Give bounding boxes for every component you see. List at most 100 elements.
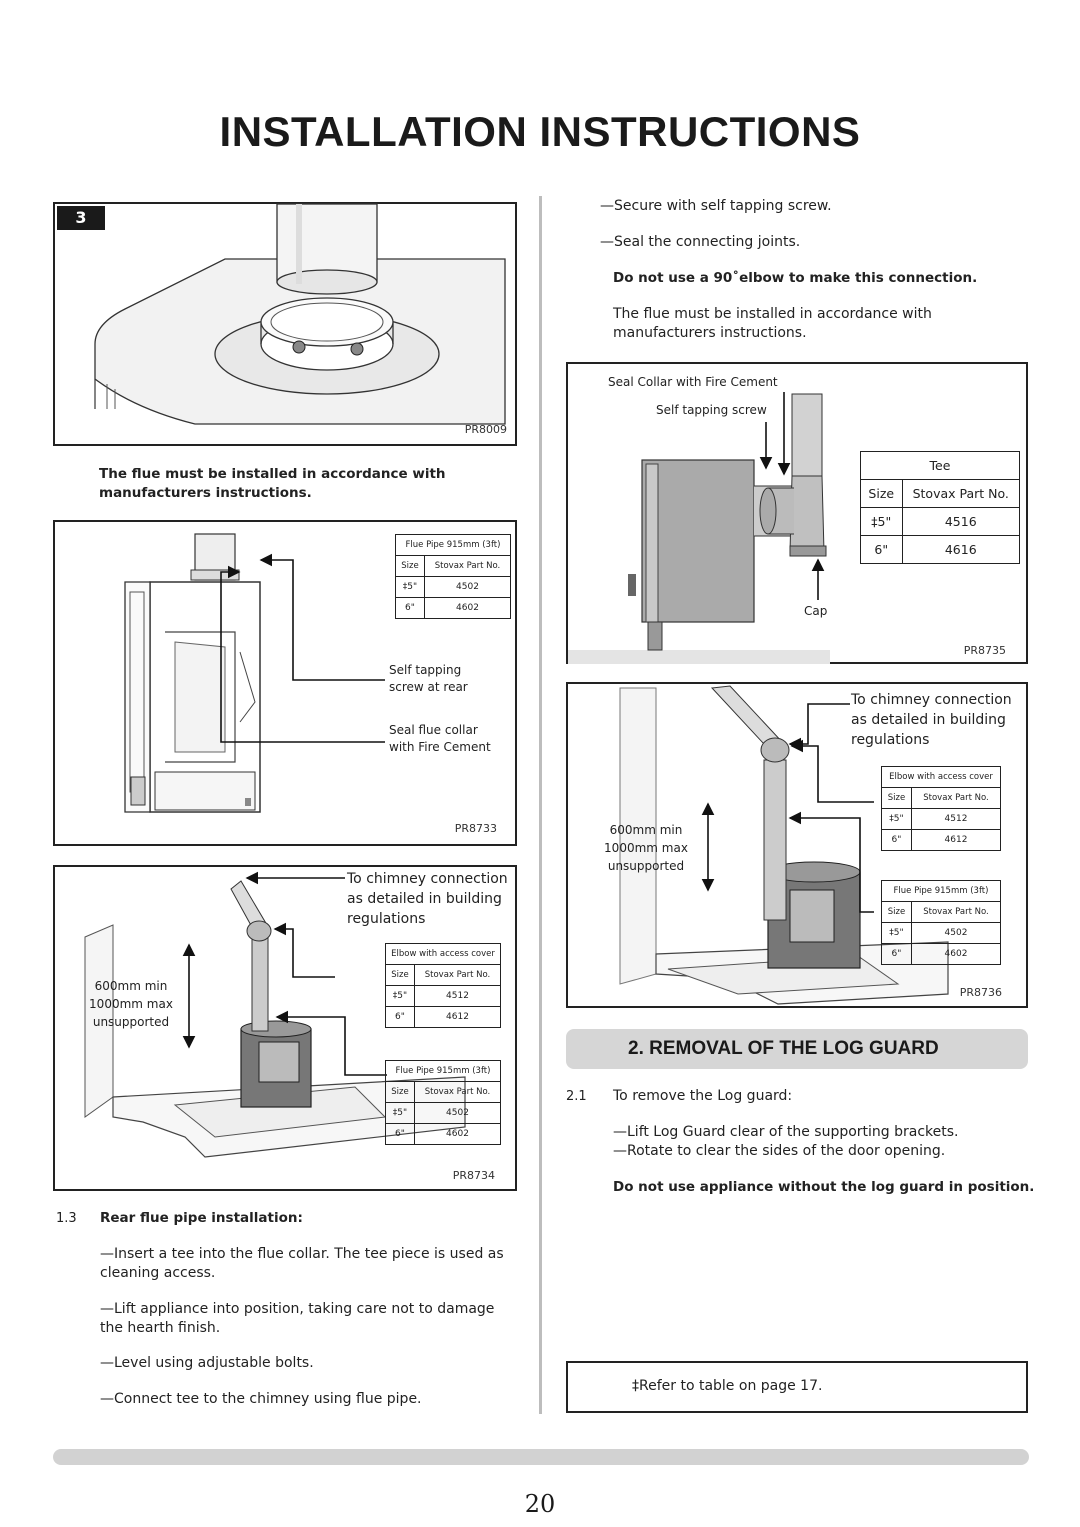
table-header: Size (860, 479, 903, 508)
table-title: Flue Pipe 915mm (3ft) (385, 1060, 501, 1082)
table-cell: ‡5" (860, 507, 903, 536)
self-tapping-label: Self tapping screw at rear (389, 663, 468, 694)
footnote-text: ‡Refer to table on page 17. (632, 1378, 823, 1394)
page-title: INSTALLATION INSTRUCTIONS (219, 108, 861, 155)
table-row: 6"4602 (395, 597, 512, 619)
section-heading: Rear flue pipe installation: (100, 1210, 303, 1226)
table-row: 6"4612 (881, 829, 1002, 851)
step-item: —Lift Log Guard clear of the supporting … (613, 1124, 959, 1140)
table-row: ‡5"4502 (395, 576, 512, 598)
section-subtext: To remove the Log guard: (613, 1088, 793, 1104)
step-item: —Rotate to clear the sides of the door o… (613, 1143, 946, 1159)
table-cell: 6" (395, 597, 425, 619)
footnote-box: ‡Refer to table on page 17. (566, 1361, 1028, 1413)
table-row: 6"4616 (860, 535, 1021, 564)
table-title: Flue Pipe 915mm (3ft) (881, 880, 1001, 902)
table-row: 6"4602 (385, 1123, 502, 1145)
step-item: —Connect tee to the chimney using flue p… (100, 1391, 422, 1407)
flue-note: The flue must be installed in accordance… (613, 306, 932, 341)
table-cell: 4516 (901, 507, 1021, 536)
table-cell: 4616 (901, 535, 1021, 564)
table-cell: 4502 (423, 576, 512, 598)
callout-arrows (220, 553, 385, 743)
section-number: 1.3 (56, 1211, 77, 1226)
stove-section-illustration (124, 533, 261, 813)
column-divider (539, 196, 542, 1414)
table-row: 6"4612 (385, 1006, 502, 1028)
figure-code: PR8735 (963, 644, 1006, 657)
table-cell: ‡5" (881, 808, 912, 830)
table-row: ‡5"4502 (881, 922, 1002, 944)
table-cell: ‡5" (385, 1102, 415, 1124)
table-cell: 6" (881, 943, 912, 965)
step-item: —Insert a tee into the flue collar. The … (100, 1246, 504, 1281)
table-cell: 4602 (423, 597, 512, 619)
step-item: —Secure with self tapping screw. (600, 198, 832, 214)
chimney-connection-label: To chimney connection as detailed in bui… (851, 692, 1012, 748)
table-row: ‡5"4502 (385, 1102, 502, 1124)
figure-3: 3 PR8009 (53, 202, 517, 446)
table-row: 6"4602 (881, 943, 1002, 965)
figure-code: PR8736 (959, 986, 1002, 999)
table-cell: 6" (881, 829, 912, 851)
step-item: —Lift appliance into position, taking ca… (100, 1301, 495, 1336)
table-header: Stovax Part No. (413, 964, 502, 986)
table-cell: 4612 (910, 829, 1002, 851)
table-title: Elbow with access cover (881, 766, 1001, 788)
table-row: ‡5"4516 (860, 507, 1021, 536)
callout-arrows (182, 871, 387, 1076)
length-label: 600mm min 1000mm max unsupported (604, 823, 688, 873)
figure-3-illustration (94, 203, 506, 425)
table-header: Size (395, 555, 425, 577)
seal-collar-label: Seal flue collar with Fire Cement (389, 723, 491, 754)
table-cell: 6" (860, 535, 903, 564)
cap-label: Cap (804, 604, 828, 618)
table-header: Stovax Part No. (901, 479, 1021, 508)
table-title: Tee (860, 451, 1020, 480)
table-cell: 6" (385, 1006, 415, 1028)
table-title: Elbow with access cover (385, 943, 501, 965)
table-header: Stovax Part No. (423, 555, 512, 577)
table-cell: 4502 (413, 1102, 502, 1124)
table-cell: 4602 (413, 1123, 502, 1145)
table-header: Stovax Part No. (910, 787, 1002, 809)
table-cell: 4512 (910, 808, 1002, 830)
table-header: Size (881, 787, 912, 809)
warning-text: Do not use a 90˚elbow to make this conne… (613, 270, 978, 286)
table-row: ‡5"4512 (881, 808, 1002, 830)
step-item: —Level using adjustable bolts. (100, 1355, 314, 1371)
stove-room-illustration (84, 880, 466, 1158)
self-tapping-label: Self tapping screw (656, 403, 767, 417)
chimney-connection-label: To chimney connection as detailed in bui… (347, 871, 508, 927)
table-cell: ‡5" (395, 576, 425, 598)
figure-code: PR8733 (454, 822, 497, 835)
table-header: Stovax Part No. (910, 901, 1002, 923)
footer-bar (53, 1449, 1029, 1465)
table-title: Flue Pipe 915mm (3ft) (395, 534, 511, 556)
warning-text: Do not use appliance without the log gua… (613, 1179, 1035, 1195)
figure-code: PR8009 (464, 423, 507, 436)
table-header: Size (881, 901, 912, 923)
section-heading-bar: 2. REMOVAL OF THE LOG GUARD (566, 1029, 1028, 1069)
table-cell: ‡5" (385, 985, 415, 1007)
table-cell: 6" (385, 1123, 415, 1145)
section-number: 2.1 (566, 1089, 587, 1104)
tee-install-illustration (568, 393, 830, 664)
callout-arrows (759, 392, 825, 600)
table-cell: 4612 (413, 1006, 502, 1028)
table-cell: 4502 (910, 922, 1002, 944)
figure-pr8734: To chimney connection as detailed in bui… (53, 865, 517, 1191)
step-item: —Seal the connecting joints. (600, 234, 801, 250)
figure-pr8736: To chimney connection as detailed in bui… (566, 682, 1028, 1008)
flue-note: The flue must be installed in accordance… (99, 466, 446, 501)
figure-code: PR8734 (452, 1169, 495, 1182)
table-cell: ‡5" (881, 922, 912, 944)
figure-pr8735: Seal Collar with Fire Cement Self tappin… (566, 362, 1028, 664)
